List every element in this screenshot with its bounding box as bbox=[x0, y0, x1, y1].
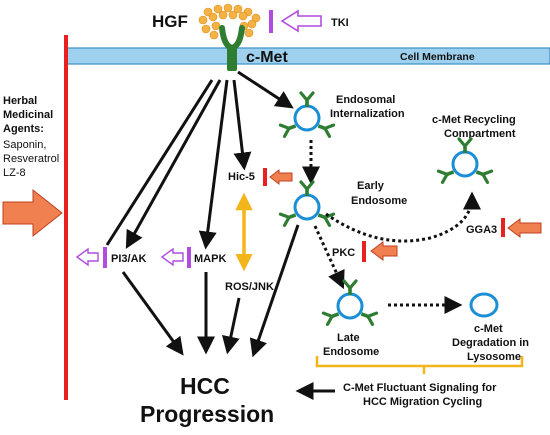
fluctuant-label-line-2: HCC Migration Cycling bbox=[363, 396, 482, 408]
herbal-title-line-2: Medicinal bbox=[3, 109, 53, 121]
mapk-inhibitor-bar bbox=[187, 247, 191, 268]
cell-membrane bbox=[65, 47, 550, 65]
late-endosome-label-line-2: Endosome bbox=[323, 346, 379, 358]
endosomal-label-line-2: Internalization bbox=[330, 108, 405, 120]
arrow-rosjnk-to-hcc bbox=[221, 297, 241, 355]
late-endosome-vesicle bbox=[321, 279, 379, 326]
hgf-ligand-cluster bbox=[198, 3, 261, 40]
endosomal-label-line-1: Endosomal bbox=[336, 94, 395, 106]
lysosome-vesicle bbox=[469, 292, 499, 318]
hgf-dot bbox=[218, 10, 228, 20]
recycling-label-line-2: Compartment bbox=[444, 128, 516, 140]
herbal-item-saponin: Saponin, bbox=[3, 139, 46, 151]
pi3ak-inhibitor-bar bbox=[103, 247, 107, 268]
herbal-block-arrow bbox=[2, 188, 63, 238]
arrow-pi3ak-to-hcc bbox=[121, 271, 184, 356]
late-endosome-label-line-1: Late bbox=[337, 332, 360, 344]
hic5-label: Hic-5 bbox=[228, 171, 255, 183]
hgf-dot bbox=[238, 11, 248, 21]
hgf-dot bbox=[213, 4, 223, 14]
herbal-item-lz8: LZ-8 bbox=[3, 167, 26, 179]
pkc-inhibitor-bar bbox=[362, 241, 366, 262]
mapk-label: MAPK bbox=[194, 253, 226, 265]
gga3-inhibitor-bar bbox=[501, 218, 505, 237]
pi3ak-block-arrow bbox=[75, 247, 99, 267]
early-endosome-label-line-2: Endosome bbox=[351, 195, 407, 207]
pkc-block-arrow bbox=[370, 241, 398, 261]
degradation-label-line-1: c-Met bbox=[474, 323, 503, 335]
degradation-label-line-3: Lysosome bbox=[467, 351, 521, 363]
cell-membrane-label: Cell Membrane bbox=[400, 51, 475, 63]
herbal-title-line-3: Agents: bbox=[3, 123, 44, 135]
internalization-vesicle bbox=[278, 91, 336, 138]
degradation-label-line-2: Degradation in bbox=[452, 337, 529, 349]
pi3ak-label: PI3/AK bbox=[111, 253, 147, 265]
mapk-block-arrow bbox=[160, 247, 184, 267]
dotted-arrow-early-to-recycling bbox=[325, 191, 481, 243]
hgf-dot bbox=[228, 10, 238, 20]
hgf-dot bbox=[233, 4, 243, 14]
dotted-arrow-early-to-late bbox=[313, 225, 345, 290]
hgf-dot bbox=[198, 15, 208, 25]
arrow-cmet-to-endosome bbox=[237, 70, 294, 109]
rosjnk-label: ROS/JNK bbox=[225, 281, 274, 293]
arrow-cmet-to-mapk bbox=[198, 79, 229, 250]
fluctuant-label-line-1: C-Met Fluctuant Signaling for bbox=[343, 382, 497, 394]
pkc-label: PKC bbox=[332, 247, 355, 259]
tki-inhibitor-bar bbox=[269, 10, 273, 33]
hgf-dot bbox=[223, 3, 233, 13]
herbal-item-resveratrol: Resveratrol bbox=[3, 153, 59, 165]
hgf-dot bbox=[209, 30, 219, 40]
cmet-receptor-icon bbox=[219, 25, 245, 71]
recycling-vesicle bbox=[436, 137, 494, 184]
hgf-dot bbox=[208, 12, 218, 22]
herbal-title-line-1: Herbal bbox=[3, 95, 37, 107]
hgf-dot bbox=[251, 13, 261, 23]
arrow-cmet-to-hic5 bbox=[232, 79, 252, 171]
early-endosome-label-line-1: Early bbox=[357, 180, 385, 192]
gga3-block-arrow bbox=[507, 218, 542, 238]
arrow-cmet-to-pi3ak bbox=[125, 79, 222, 249]
hcc-label-line-2: Progression bbox=[140, 401, 274, 427]
hgf-label: HGF bbox=[152, 12, 188, 31]
hcc-label-line-1: HCC bbox=[180, 373, 230, 399]
tki-block-arrow bbox=[280, 9, 322, 33]
recycling-label-line-1: c-Met Recycling bbox=[432, 114, 516, 126]
early-endosome-vesicle bbox=[278, 180, 336, 227]
arrow-endosome-to-hcc bbox=[249, 224, 300, 358]
hgf-dot bbox=[201, 24, 211, 34]
hic5-inhibitor-bar bbox=[263, 168, 267, 186]
hgf-dot bbox=[211, 21, 221, 31]
cmet-label: c-Met bbox=[246, 49, 288, 66]
hic5-block-arrow bbox=[269, 168, 293, 186]
signaling-bracket bbox=[315, 356, 524, 374]
herbal-barrier-line bbox=[64, 35, 68, 400]
tki-label: TKI bbox=[331, 17, 349, 29]
hgf-dot bbox=[247, 19, 257, 29]
arrow-cmet-to-hcc bbox=[105, 79, 214, 246]
hgf-dot bbox=[244, 28, 254, 38]
gga3-label: GGA3 bbox=[466, 224, 497, 236]
